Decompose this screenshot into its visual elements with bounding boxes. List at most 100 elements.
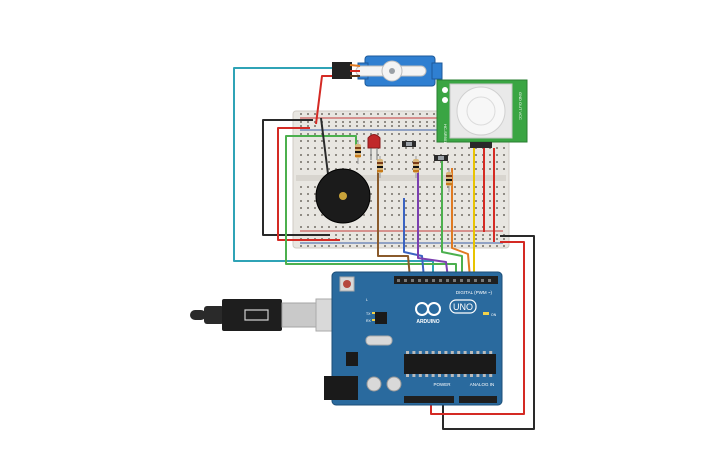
power-label: POWER — [433, 382, 451, 387]
header-pin — [418, 279, 421, 282]
breadboard-hole — [349, 147, 351, 149]
breadboard-hole — [314, 113, 316, 115]
breadboard-hole — [475, 234, 477, 236]
breadboard-hole — [454, 245, 456, 247]
breadboard-hole — [482, 234, 484, 236]
breadboard-hole — [335, 125, 337, 127]
breadboard-hole — [405, 226, 407, 228]
breadboard-hole — [440, 147, 442, 149]
chip-pin — [425, 374, 429, 377]
breadboard-hole — [321, 113, 323, 115]
breadboard-hole — [391, 121, 393, 123]
breadboard-hole — [468, 147, 470, 149]
header-pin — [446, 279, 449, 282]
breadboard-hole — [377, 125, 379, 127]
breadboard-hole — [314, 186, 316, 188]
breadboard-hole — [384, 125, 386, 127]
breadboard-hole — [349, 154, 351, 156]
header-pin — [474, 279, 477, 282]
breadboard-hole — [363, 140, 365, 142]
breadboard-hole — [398, 121, 400, 123]
breadboard-hole — [307, 161, 309, 163]
breadboard-hole — [398, 161, 400, 163]
breadboard-hole — [391, 226, 393, 228]
breadboard-hole — [335, 133, 337, 135]
breadboard-hole — [405, 245, 407, 247]
breadboard-hole — [468, 234, 470, 236]
breadboard-hole — [342, 154, 344, 156]
breadboard-hole — [503, 168, 505, 170]
pir-name-label: HC-SR501 — [443, 124, 448, 144]
breadboard-hole — [405, 133, 407, 135]
breadboard-hole — [419, 226, 421, 228]
breadboard-hole — [503, 245, 505, 247]
breadboard-hole — [496, 214, 498, 216]
breadboard-hole — [363, 125, 365, 127]
breadboard-hole — [419, 207, 421, 209]
breadboard-hole — [503, 154, 505, 156]
breadboard-hole — [475, 238, 477, 240]
tx-label: TX — [366, 312, 371, 316]
wires — [233, 67, 535, 430]
wire-green-right — [441, 160, 463, 278]
arduino-uno: ARDUINO UNO DIGITAL (PWM ~) ANALOG IN PO… — [324, 271, 503, 406]
breadboard-hole — [342, 161, 344, 163]
breadboard-hole — [363, 154, 365, 156]
breadboard-hole — [447, 161, 449, 163]
breadboard-hole — [349, 121, 351, 123]
breadboard-hole — [328, 245, 330, 247]
breadboard-hole — [349, 234, 351, 236]
breadboard-hole — [489, 161, 491, 163]
breadboard-hole — [426, 226, 428, 228]
breadboard-hole — [321, 245, 323, 247]
breadboard-hole — [475, 226, 477, 228]
breadboard-hole — [468, 207, 470, 209]
breadboard-hole — [370, 168, 372, 170]
breadboard-hole — [496, 234, 498, 236]
breadboard-hole — [433, 133, 435, 135]
breadboard-hole — [356, 168, 358, 170]
breadboard-hole — [433, 140, 435, 142]
breadboard-hole — [447, 238, 449, 240]
breadboard-hole — [475, 161, 477, 163]
chip-pin — [438, 351, 441, 354]
breadboard-hole — [335, 161, 337, 163]
breadboard-hole — [314, 133, 316, 135]
breadboard-hole — [370, 161, 372, 163]
breadboard-hole — [370, 207, 372, 209]
wire-orange — [451, 168, 471, 279]
wire-blue — [403, 198, 425, 279]
breadboard-hole — [391, 140, 393, 142]
breadboard-hole — [300, 113, 302, 115]
breadboard-hole — [447, 245, 449, 247]
breadboard-hole — [384, 186, 386, 188]
breadboard-hole — [384, 113, 386, 115]
breadboard-hole — [447, 214, 449, 216]
breadboard-hole — [314, 168, 316, 170]
chip-pin — [450, 351, 454, 354]
breadboard-hole — [398, 186, 400, 188]
breadboard-hole — [426, 133, 428, 135]
breadboard-hole — [349, 125, 351, 127]
breadboard-hole — [328, 121, 330, 123]
breadboard-hole — [454, 200, 456, 202]
breadboard-hole — [433, 214, 435, 216]
breadboard-hole — [321, 147, 323, 149]
analog-label: ANALOG IN — [470, 382, 495, 387]
breadboard-hole — [405, 207, 407, 209]
breadboard-hole — [342, 121, 344, 123]
servo-motor — [332, 55, 443, 87]
breadboard-hole — [398, 214, 400, 216]
breadboard-hole — [405, 113, 407, 115]
breadboard-hole — [370, 193, 372, 195]
breadboard-hole — [335, 154, 337, 156]
breadboard-hole — [314, 121, 316, 123]
breadboard-hole — [419, 133, 421, 135]
breadboard-hole — [307, 200, 309, 202]
breadboard-hole — [475, 214, 477, 216]
breadboard-hole — [496, 168, 498, 170]
breadboard-hole — [461, 168, 463, 170]
breadboard-hole — [349, 161, 351, 163]
breadboard-hole — [363, 238, 365, 240]
breadboard-hole — [398, 226, 400, 228]
